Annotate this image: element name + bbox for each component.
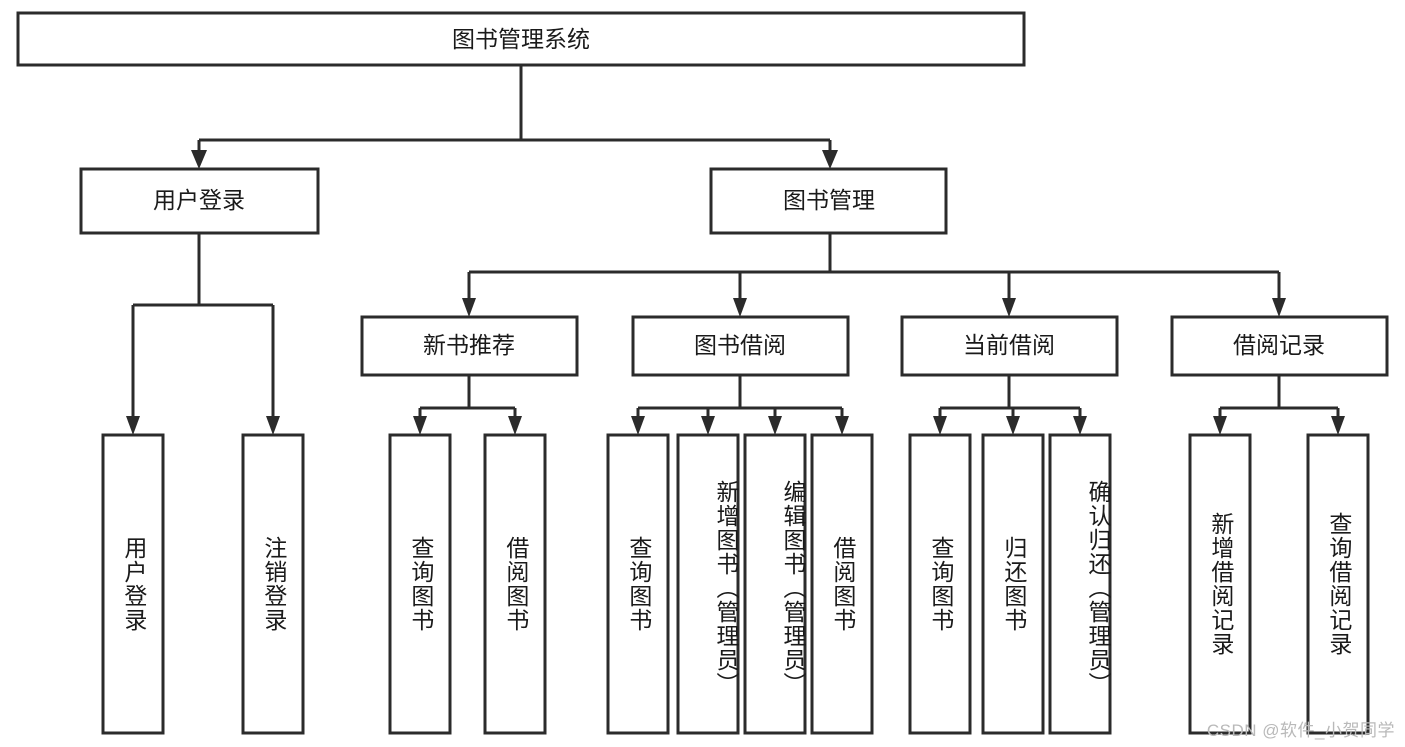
node-label-login: 用户登录 (153, 187, 245, 213)
node-box-bookmgmt[interactable] (709, 167, 948, 235)
node-label-newbook: 新书推荐 (423, 332, 515, 358)
node-box-leaf-borrow-book-2[interactable] (810, 433, 874, 735)
arrow-head-query-book-1 (413, 416, 427, 435)
node-labels-horizontal: 图书管理系统 用户登录 图书管理 新书推荐 图书借阅 当前借阅 借阅记录 (153, 26, 1325, 358)
node-box-leaf-edit-book[interactable] (743, 433, 807, 735)
node-label-borrow: 图书借阅 (694, 332, 786, 358)
arrow-head-confirm-return (1073, 416, 1087, 435)
edge-group-records (1213, 375, 1345, 435)
node-label-records: 借阅记录 (1233, 332, 1325, 358)
node-box-leaf-query-book-3[interactable] (908, 433, 972, 735)
arrow-head-borrow (733, 298, 747, 317)
node-box-leaf-logout[interactable] (241, 433, 305, 735)
arrow-head-borrow-book-2 (835, 416, 849, 435)
arrow-head-user-login (126, 416, 140, 435)
arrow-head-add-record (1213, 416, 1227, 435)
node-box-leaf-user-login[interactable] (101, 433, 165, 735)
node-box-login[interactable] (79, 167, 320, 235)
arrow-head-logout (266, 416, 280, 435)
node-label-bookmgmt: 图书管理 (783, 187, 875, 213)
arrow-head-query-record (1331, 416, 1345, 435)
node-box-leaf-return-book[interactable] (981, 433, 1045, 735)
node-label-root: 图书管理系统 (452, 26, 590, 52)
node-box-records[interactable] (1170, 315, 1389, 377)
node-box-newbook[interactable] (360, 315, 579, 377)
node-box-root[interactable] (16, 11, 1026, 67)
node-box-leaf-query-book-2[interactable] (606, 433, 670, 735)
node-box-leaf-add-book[interactable] (676, 433, 740, 735)
node-boxes (16, 11, 1389, 735)
arrow-head-bookmgmt (822, 150, 838, 169)
node-box-current[interactable] (900, 315, 1119, 377)
arrow-head-borrow-book-1 (508, 416, 522, 435)
edge-group-login (126, 233, 280, 435)
node-box-borrow[interactable] (631, 315, 850, 377)
node-box-leaf-confirm-return[interactable] (1048, 433, 1112, 735)
node-label-current: 当前借阅 (963, 332, 1055, 358)
edge-group-bookmgmt (462, 233, 1286, 317)
edge-group-current (933, 375, 1087, 435)
arrow-head-newbook (462, 298, 476, 317)
node-box-leaf-borrow-book-1[interactable] (483, 433, 547, 735)
arrow-head-edit-book (768, 416, 782, 435)
arrow-head-current (1002, 298, 1016, 317)
edge-group-borrow (631, 375, 849, 435)
edge-group-newbook (413, 375, 522, 435)
watermark-text: CSDN @软件_小贺同学 (1206, 721, 1395, 740)
arrow-head-return-book (1006, 416, 1020, 435)
node-box-leaf-query-record[interactable] (1306, 433, 1370, 735)
edge-group-root (191, 65, 838, 169)
arrow-head-login (191, 150, 207, 169)
arrow-head-query-book-2 (631, 416, 645, 435)
arrow-head-records (1272, 298, 1286, 317)
arrow-head-query-book-3 (933, 416, 947, 435)
arrow-head-add-book (701, 416, 715, 435)
node-box-leaf-query-book-1[interactable] (388, 433, 452, 735)
node-box-leaf-add-record[interactable] (1188, 433, 1252, 735)
